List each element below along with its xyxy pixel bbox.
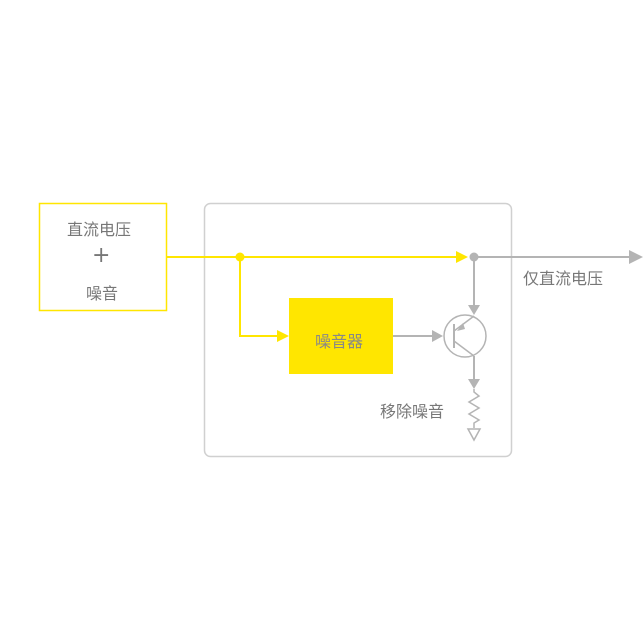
resistor-icon bbox=[467, 389, 481, 428]
input-box bbox=[38, 202, 168, 312]
arrow-head bbox=[468, 305, 480, 315]
noise-block bbox=[289, 298, 393, 374]
input-label-dc: 直流电压 bbox=[67, 220, 132, 239]
branch-line bbox=[239, 257, 280, 337]
arrow-head bbox=[456, 251, 468, 263]
circuit-box bbox=[203, 202, 513, 458]
ground-icon bbox=[466, 428, 482, 442]
noise-block-label: 噪音器 bbox=[315, 332, 364, 351]
removed-noise-label: 移除噪音 bbox=[380, 402, 445, 421]
arrow-head bbox=[277, 330, 289, 342]
output-arrow bbox=[629, 250, 643, 264]
output-label: 仅直流电压 bbox=[523, 269, 604, 288]
transistor-icon bbox=[443, 314, 487, 358]
arrow-head bbox=[432, 330, 443, 342]
input-label-noise: 噪音 bbox=[86, 284, 119, 303]
arrow-head bbox=[468, 379, 480, 389]
plus-sign: + bbox=[92, 243, 111, 268]
